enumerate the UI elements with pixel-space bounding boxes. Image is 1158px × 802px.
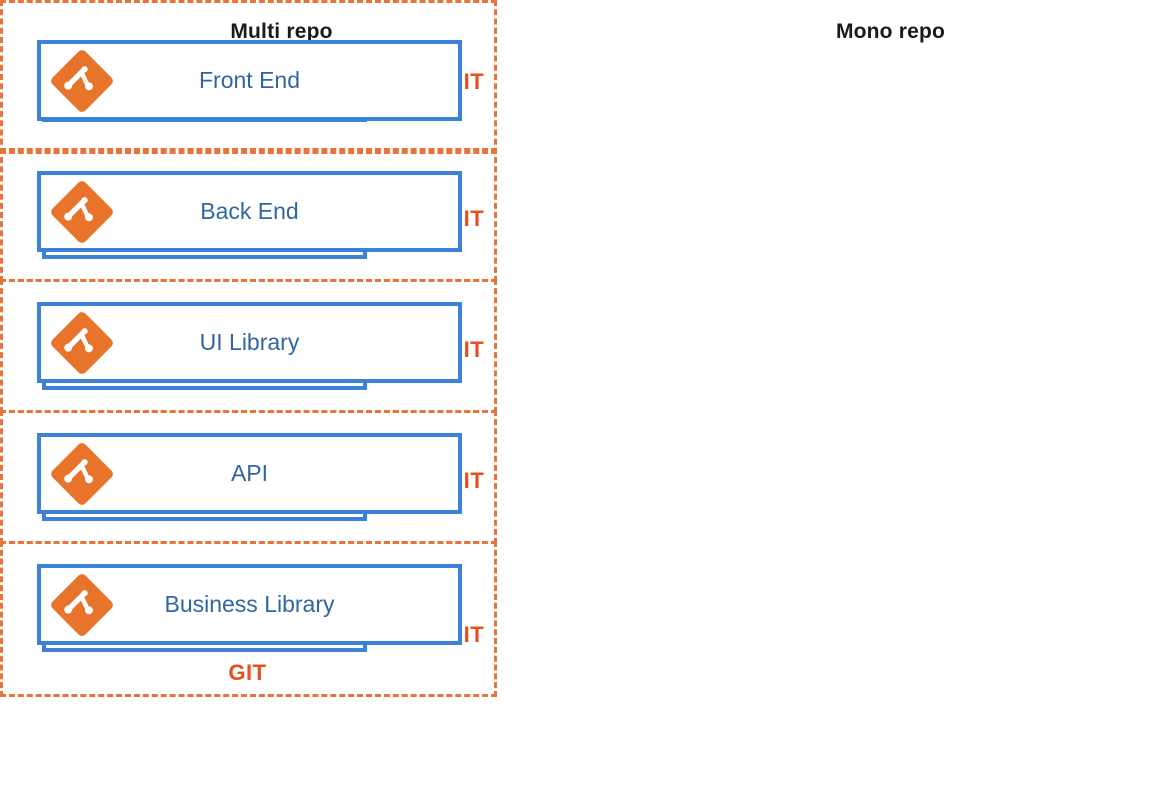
git-logo-icon [51,442,113,505]
mono-project-box-business-library[interactable]: Business Library [37,564,462,645]
project-label: Business Library [164,591,335,617]
git-logo-icon [51,573,113,636]
git-logo-icon [51,49,113,112]
mono-project-box-ui-library[interactable]: UI Library [37,302,462,383]
mono-project-box-back-end[interactable]: Back End [37,171,462,252]
git-logo-icon [51,180,113,243]
git-logo-icon [51,311,113,374]
mono-repo-title: Mono repo [835,20,946,43]
multi-repo-title: Multi repo [230,20,333,43]
mono-repo-container: Front End Back End [0,40,495,802]
mono-project-box-front-end[interactable]: Front End [37,40,462,121]
mono-project-box-api[interactable]: API [37,433,462,514]
project-label: Back End [200,198,299,224]
git-label-mono-repo: GIT [228,660,267,685]
project-label: API [230,460,269,486]
project-label: Front End [199,67,300,93]
project-label: UI Library [199,329,300,355]
